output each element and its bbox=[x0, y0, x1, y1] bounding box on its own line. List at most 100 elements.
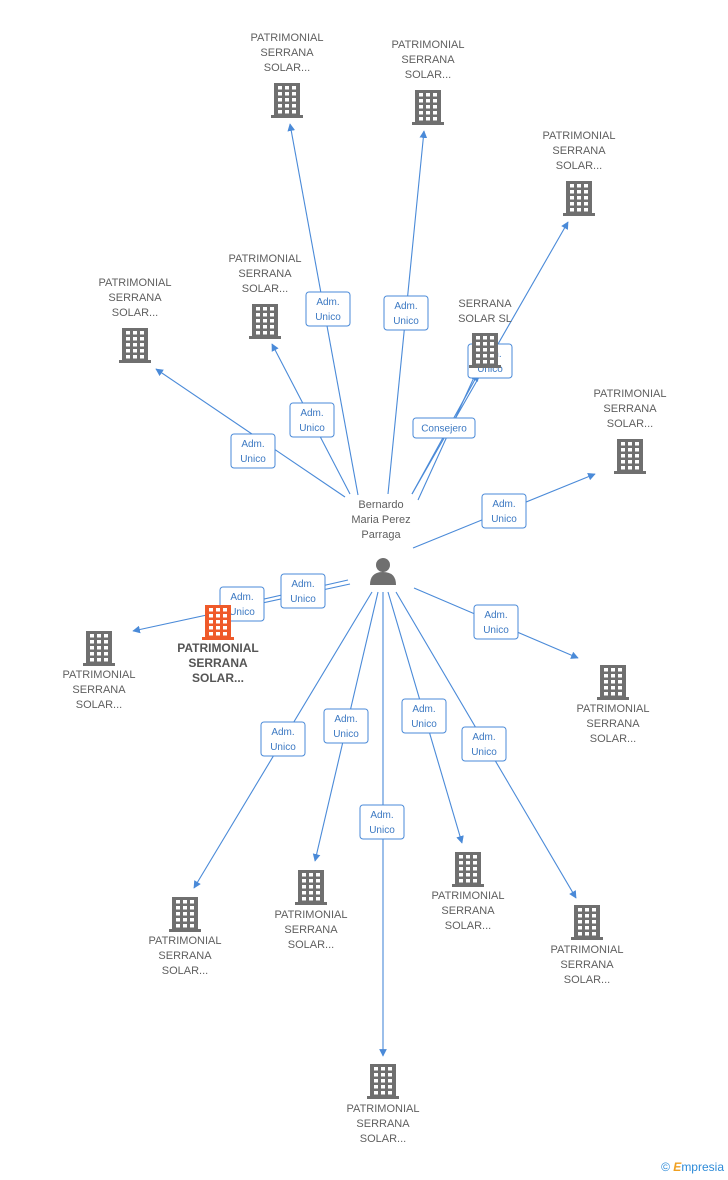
company-name: SERRANA bbox=[356, 1118, 410, 1130]
company-node[interactable]: PATRIMONIALSERRANASOLAR... bbox=[149, 897, 222, 977]
relation-label[interactable]: Adm.Unico bbox=[383, 295, 429, 331]
company-node[interactable]: PATRIMONIALSERRANASOLAR... bbox=[577, 665, 650, 745]
relation-label-box bbox=[280, 573, 326, 609]
relation-label-box bbox=[323, 708, 369, 744]
relation-label[interactable]: Adm.Unico bbox=[260, 721, 306, 757]
company-node[interactable]: PATRIMONIALSERRANASOLAR... bbox=[432, 852, 505, 932]
company-node[interactable]: PATRIMONIAL SERRANA SOLAR... bbox=[99, 277, 172, 363]
company-name: PATRIMONIAL bbox=[275, 909, 348, 921]
person-name: Bernardo bbox=[358, 499, 403, 511]
relation-label-text: Unico bbox=[471, 747, 497, 758]
company-name: SOLAR... bbox=[445, 920, 491, 932]
company-node[interactable]: PATRIMONIALSERRANASOLAR... bbox=[347, 1064, 420, 1145]
relation-label-box bbox=[289, 402, 335, 438]
person-icon bbox=[370, 558, 396, 585]
relation-label-text: Adm. bbox=[370, 810, 393, 821]
building-icon bbox=[83, 631, 115, 666]
edge-n4 bbox=[155, 368, 346, 498]
relation-label-text: Unico bbox=[369, 825, 395, 836]
relation-label-box bbox=[305, 291, 351, 327]
relation-label-box bbox=[412, 417, 476, 439]
relation-label-text: Unico bbox=[270, 742, 296, 753]
company-name: SERRANA bbox=[552, 145, 606, 157]
relation-label[interactable]: Adm. Unico bbox=[323, 708, 369, 744]
company-name: PATRIMONIAL bbox=[551, 944, 624, 956]
company-name: SERRANA bbox=[586, 718, 640, 730]
relation-label-text: Adm. bbox=[334, 714, 357, 725]
relation-label[interactable]: Adm.Unico bbox=[280, 573, 326, 609]
company-name: SOLAR... bbox=[112, 307, 158, 319]
relation-label[interactable]: Adm.Unico bbox=[401, 698, 447, 734]
company-name: SOLAR... bbox=[162, 965, 208, 977]
brand-name: mpresia bbox=[681, 1160, 724, 1174]
company-node[interactable]: PATRIMONIALSERRANASOLAR... bbox=[551, 905, 624, 986]
company-name: SERRANA bbox=[72, 684, 126, 696]
relation-label-box bbox=[260, 721, 306, 757]
relation-labels-layer: Adm.UnicoAdm.UnicoAdm.UnicoAdm.UnicoAdm.… bbox=[219, 291, 527, 840]
company-name: SERRANA bbox=[603, 403, 657, 415]
company-name: SOLAR... bbox=[264, 62, 310, 74]
relation-label-text: Adm. bbox=[291, 579, 314, 590]
company-node[interactable]: PATRIMONIALSERRANASOLAR... bbox=[392, 39, 465, 125]
company-node[interactable]: PATRIMONIAL SERRANA SOLAR... bbox=[63, 631, 136, 711]
company-name: PATRIMONIAL bbox=[99, 277, 172, 289]
company-node[interactable]: PATRIMONIAL SERRANA SOLAR... bbox=[275, 870, 348, 951]
relation-label-box bbox=[401, 698, 447, 734]
company-node[interactable]: PATRIMONIALSERRANASOLAR... bbox=[251, 32, 324, 118]
company-name: SOLAR... bbox=[242, 283, 288, 295]
relation-label-text: Adm. bbox=[241, 439, 264, 450]
company-node[interactable]: SERRANA SOLAR SL bbox=[458, 298, 512, 368]
company-name: SOLAR... bbox=[76, 699, 122, 711]
relation-label-text: Unico bbox=[315, 312, 341, 323]
company-name: PATRIMONIAL bbox=[63, 669, 136, 681]
relation-label[interactable]: Adm.Unico bbox=[473, 604, 519, 640]
company-node[interactable]: PATRIMONIALSERRANASOLAR... bbox=[594, 388, 667, 474]
relation-label-text: Adm. bbox=[492, 499, 515, 510]
company-name: SOLAR... bbox=[556, 160, 602, 172]
relation-label-text: Adm. bbox=[394, 301, 417, 312]
relation-label-text: Adm. bbox=[472, 732, 495, 743]
relation-label-text: Unico bbox=[411, 719, 437, 730]
brand-initial: E bbox=[673, 1160, 682, 1174]
company-name: SOLAR... bbox=[360, 1133, 406, 1145]
company-name: SOLAR SL bbox=[458, 313, 512, 325]
building-icon bbox=[571, 905, 603, 940]
building-icon bbox=[412, 90, 444, 125]
company-node[interactable]: PATRIMONIALSERRANASOLAR... bbox=[229, 253, 302, 339]
company-name: SOLAR... bbox=[405, 69, 451, 81]
person-name: Parraga bbox=[361, 529, 401, 541]
relation-label[interactable]: Consejero bbox=[412, 417, 476, 439]
edges-layer bbox=[132, 123, 596, 1057]
company-name: PATRIMONIAL bbox=[543, 130, 616, 142]
building-icon bbox=[169, 897, 201, 932]
relation-label-text: Unico bbox=[477, 364, 503, 375]
relation-label[interactable]: Adm.Unico bbox=[289, 402, 335, 438]
relation-label-box bbox=[359, 804, 405, 840]
relation-label-text: Unico bbox=[333, 729, 359, 740]
building-icon bbox=[614, 439, 646, 474]
company-node[interactable]: PATRIMONIALSERRANASOLAR... bbox=[177, 605, 259, 685]
building-icon bbox=[367, 1064, 399, 1099]
relation-label[interactable]: Adm. Unico bbox=[305, 291, 351, 327]
building-icon bbox=[452, 852, 484, 887]
relation-label-text: Adm. bbox=[316, 297, 339, 308]
relation-label-box bbox=[481, 493, 527, 529]
relation-label[interactable]: Adm. Unico bbox=[481, 493, 527, 529]
company-name: SERRANA bbox=[458, 298, 512, 310]
company-name: SOLAR... bbox=[288, 939, 334, 951]
building-icon bbox=[202, 605, 234, 640]
company-name: PATRIMONIAL bbox=[432, 890, 505, 902]
relation-label-text: Unico bbox=[491, 514, 517, 525]
company-name: SERRANA bbox=[284, 924, 338, 936]
company-name: SERRANA bbox=[108, 292, 162, 304]
relation-label-text: Unico bbox=[483, 625, 509, 636]
company-name: SERRANA bbox=[158, 950, 212, 962]
relation-label[interactable]: Adm. Unico bbox=[461, 726, 507, 762]
company-name: PATRIMONIAL bbox=[177, 641, 259, 655]
relation-label-text: Adm. bbox=[230, 592, 253, 603]
relation-label[interactable]: Adm. Unico bbox=[359, 804, 405, 840]
company-node[interactable]: PATRIMONIAL SERRANA SOLAR... bbox=[543, 130, 616, 216]
relation-label[interactable]: Adm.Unico bbox=[230, 433, 276, 469]
